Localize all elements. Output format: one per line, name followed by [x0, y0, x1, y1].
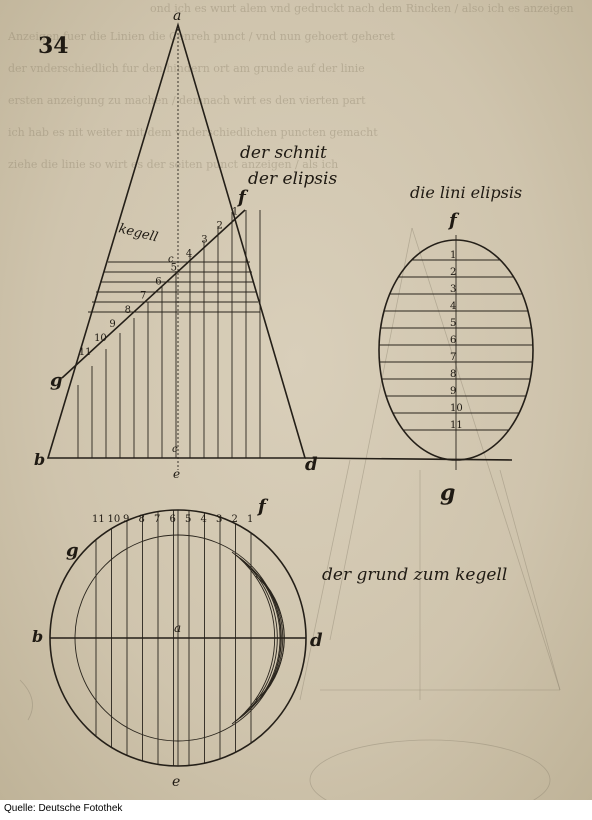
plan-label-top-left: g	[66, 540, 79, 561]
ellipse-number: 11	[450, 420, 463, 431]
section-number: 1	[232, 206, 238, 217]
ellipse-number: 9	[450, 386, 456, 397]
plan-number: 3	[216, 514, 222, 525]
label-left-base: b	[34, 450, 45, 469]
svg-text:ich hab es nit weiter mit dem: ich hab es nit weiter mit dem vnderschie…	[8, 126, 378, 139]
label-center-base: e	[173, 467, 180, 481]
ellipse-outline	[378, 239, 534, 461]
ellipse-number: 6	[450, 335, 456, 346]
ellipse-number: 1	[450, 250, 456, 261]
section-number: 6	[155, 277, 161, 288]
manuscript-page: ond ich es wurt alem vnd gedruckt nach d…	[0, 0, 592, 800]
plan-number: 4	[201, 514, 207, 525]
plan-number: 5	[185, 514, 191, 525]
ellipse-figure: die lini elipsis f g 1 2 3 4 5 6 7 8 9 10 11	[378, 183, 534, 506]
plan-label-bottom: e	[172, 774, 180, 790]
plan-number: 1	[247, 514, 253, 525]
plan-number: 6	[170, 514, 176, 525]
ellipse-number: 7	[450, 352, 456, 363]
section-number: 7	[140, 291, 146, 302]
ellipse-hatching	[379, 259, 533, 431]
label-right-base: d	[305, 454, 318, 475]
plan-number: 2	[232, 514, 238, 525]
section-number: 9	[109, 319, 115, 330]
plan-title: der grund zum kegell	[322, 565, 507, 585]
plan-number: 8	[139, 514, 145, 525]
label-axis-foot: c	[172, 444, 178, 455]
ellipse-number: 2	[450, 267, 456, 278]
svg-text:ersten anzeigung zu machen / d: ersten anzeigung zu machen / demnach wir…	[8, 94, 366, 107]
svg-text:ziehe die linie so wirt es der: ziehe die linie so wirt es der seiten pu…	[8, 158, 338, 171]
plan-number: 9	[123, 514, 129, 525]
page-number: 34	[38, 33, 69, 59]
svg-text:ond ich es wurt alem vnd gedru: ond ich es wurt alem vnd gedruckt nach d…	[150, 2, 574, 15]
figure-canvas: ond ich es wurt alem vnd gedruckt nach d…	[7, 2, 574, 800]
ellipse-label-bottom: g	[440, 480, 455, 506]
ellipse-numbers: 1 2 3 4 5 6 7 8 9 10 11	[450, 250, 463, 431]
plan-label-top-right: f	[256, 496, 269, 517]
plan-label-left: b	[32, 627, 43, 646]
section-title: der schnit der elipsis	[240, 143, 337, 189]
section-number: 11	[79, 347, 92, 358]
label-section-bottom: g	[50, 370, 63, 391]
ellipse-number: 3	[450, 284, 456, 295]
image-credit: Quelle: Deutsche Fotothek	[4, 803, 123, 814]
section-number: 8	[125, 305, 131, 316]
section-number: 10	[94, 333, 107, 344]
ellipse-label-top: f	[447, 210, 460, 231]
ellipse-number: 4	[450, 301, 456, 312]
label-section-top: f	[236, 187, 249, 208]
section-number: 2	[217, 220, 223, 231]
svg-text:der vnderschiedlich fur den hi: der vnderschiedlich fur den hindern ort …	[8, 62, 365, 75]
plan-label-center: a	[174, 621, 181, 635]
plan-number: 7	[154, 514, 160, 525]
section-number: 5	[171, 263, 177, 274]
ellipse-number: 8	[450, 369, 456, 380]
ellipse-title: die lini elipsis	[410, 183, 522, 202]
bleed-through: ond ich es wurt alem vnd gedruckt nach d…	[7, 2, 574, 800]
section-number: 4	[186, 249, 192, 260]
section-title-line1: der schnit	[240, 143, 327, 163]
plan-number: 10	[108, 514, 121, 525]
label-cone: kegell	[117, 221, 159, 245]
plan-number: 11	[92, 514, 105, 525]
svg-text:Anzeigen fuer die Linien die C: Anzeigen fuer die Linien die Cenreh punc…	[7, 30, 395, 43]
section-number: 3	[201, 235, 207, 246]
label-axis-point: c	[168, 254, 174, 265]
plan-label-right: d	[310, 630, 323, 651]
label-apex: a	[173, 8, 181, 24]
ellipse-number: 5	[450, 318, 456, 329]
ellipse-number: 10	[450, 403, 463, 414]
section-title-line2: der elipsis	[248, 169, 337, 189]
